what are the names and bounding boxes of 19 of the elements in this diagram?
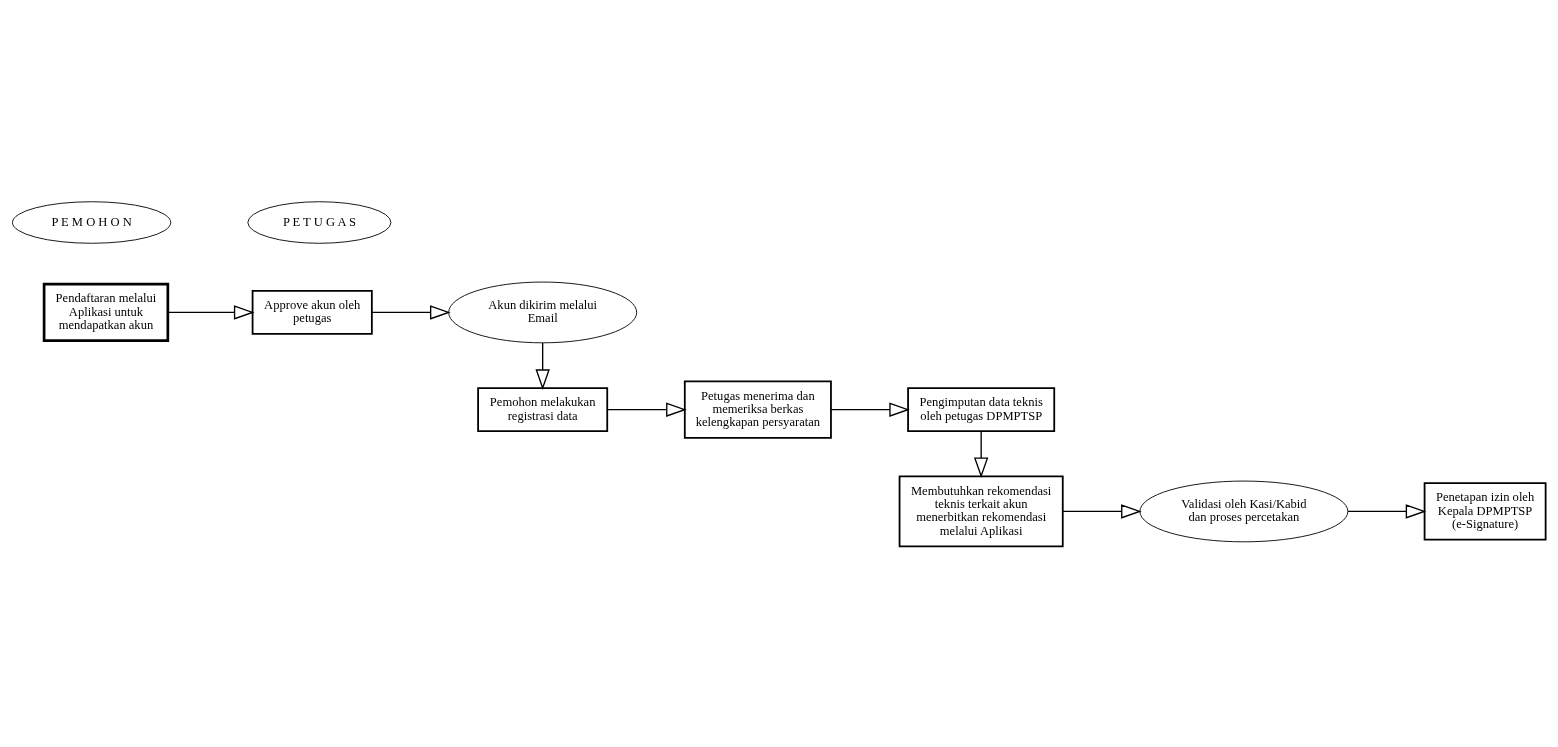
arrow: [973, 430, 989, 478]
node-box: Pemohon melakukan registrasi data: [477, 386, 609, 432]
node-ellipse: P E M O H O N: [12, 200, 172, 244]
arrow: [606, 401, 687, 417]
arrow: [1347, 503, 1427, 519]
node-ellipse: P E T U G A S: [247, 200, 392, 244]
arrow: [371, 304, 451, 320]
arrow: [167, 304, 255, 320]
node-ellipse: Akun dikirim melalui Email: [448, 281, 638, 343]
node-box: Pendaftaran melalui Aplikasi untuk mendapatkan akun: [42, 282, 170, 342]
node-box: Penetapan izin oleh Kepala DPMPTSP (e-Signature): [1423, 481, 1547, 541]
node-ellipse: Validasi oleh Kasi/Kabid dan proses percetakan: [1139, 480, 1349, 542]
node-box: Membutuhkan rekomendasi teknis terkait akun menerbitkan rekomendasi melalui Aplikasi: [898, 475, 1064, 547]
node-box: Approve akun oleh petugas: [251, 289, 373, 335]
arrow: [1062, 503, 1142, 519]
arrow: [535, 341, 550, 390]
node-box: Pengimputan data teknis oleh petugas DPMPTSP: [907, 386, 1056, 432]
node-box: Petugas menerima dan memeriksa berkas kelengkapan persyaratan: [683, 380, 832, 439]
arrow: [830, 401, 910, 417]
